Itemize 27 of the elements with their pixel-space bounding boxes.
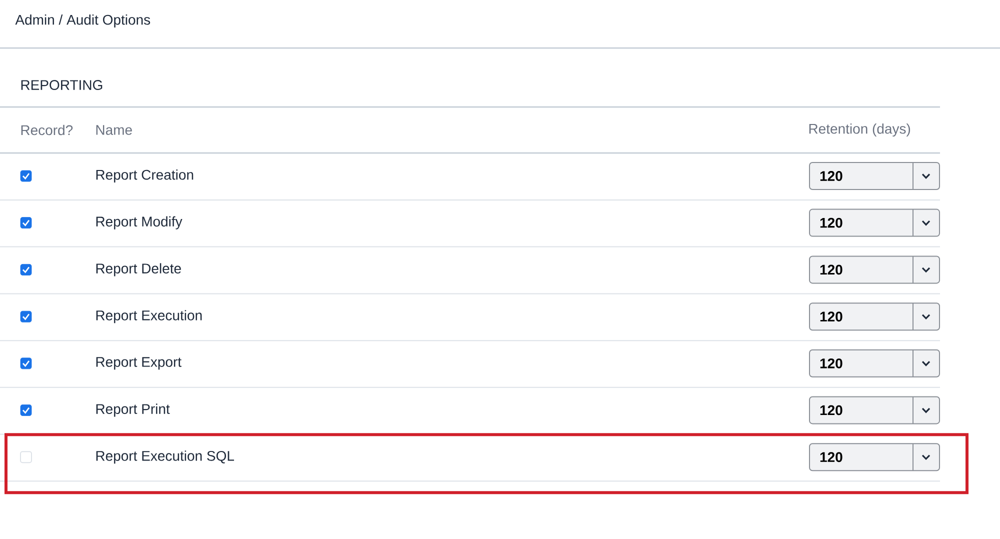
dropdown: 120 xyxy=(809,349,940,378)
checkbox xyxy=(20,451,32,464)
checkbox xyxy=(20,170,32,182)
dropdown: 120 xyxy=(809,302,940,331)
dropdown: 120 xyxy=(809,208,940,237)
row-label: Report Export xyxy=(96,357,182,370)
column-header: Retention (days) xyxy=(809,123,910,137)
dropdown: 120 xyxy=(809,256,940,284)
checkbox xyxy=(20,404,32,416)
checkbox xyxy=(20,358,32,370)
checkbox xyxy=(20,264,32,276)
dropdown: 120 xyxy=(809,443,940,472)
section-heading: REPORTING xyxy=(21,80,102,90)
column-header: Record? xyxy=(21,124,73,136)
checkbox xyxy=(20,310,32,322)
dropdown: 120 xyxy=(809,396,940,424)
column-header: Name xyxy=(96,125,132,135)
dropdown: 120 xyxy=(809,162,940,190)
row-label: Report Creation xyxy=(96,169,194,183)
checkbox xyxy=(20,217,32,228)
row-label: Report Execution SQL xyxy=(96,450,234,464)
highlight-frame xyxy=(4,433,968,494)
row-label: Report Modify xyxy=(96,216,182,230)
row-label: Report Print xyxy=(96,404,170,417)
breadcrumb: Admin / Audit Options xyxy=(15,14,150,28)
row-label: Report Execution xyxy=(96,310,202,324)
row-label: Report Delete xyxy=(96,263,181,276)
